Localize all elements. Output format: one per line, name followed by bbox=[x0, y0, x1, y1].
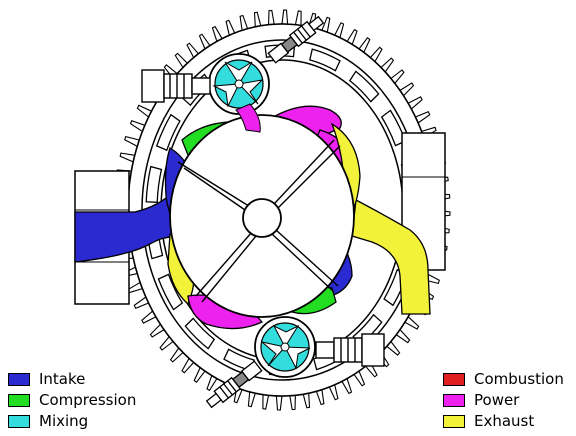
spark-plug-icon bbox=[205, 360, 263, 409]
housing-slot bbox=[157, 273, 184, 311]
housing-slot bbox=[348, 70, 380, 103]
gear-tooth bbox=[294, 10, 302, 27]
gear-tooth bbox=[253, 11, 262, 28]
rotor bbox=[169, 114, 355, 318]
legend-item-intake: Intake bbox=[8, 369, 136, 390]
housing-slot bbox=[145, 165, 163, 203]
top-mixing-chamber bbox=[208, 53, 270, 133]
legend-swatch-intake bbox=[8, 373, 30, 386]
gear-tooth bbox=[239, 14, 249, 32]
housing-slot bbox=[155, 113, 181, 152]
gear-tooth bbox=[268, 9, 275, 26]
legend-swatch-exhaust bbox=[443, 415, 465, 428]
bottom-fuel-injector bbox=[315, 333, 385, 367]
spark-plug-icon bbox=[267, 15, 325, 64]
top-fuel-injector bbox=[141, 69, 211, 103]
gear-tooth bbox=[247, 391, 256, 408]
legend-item-power: Power bbox=[443, 390, 564, 411]
legend-label: Exhaust bbox=[474, 412, 535, 430]
legend-label: Intake bbox=[39, 370, 86, 388]
exhaust-channel bbox=[351, 198, 431, 315]
housing-slot bbox=[309, 48, 341, 72]
housing-slot bbox=[184, 317, 216, 350]
legend-item-combustion: Combustion bbox=[443, 369, 564, 390]
exhaust-port-block bbox=[401, 132, 446, 271]
gear-tooth bbox=[281, 9, 289, 25]
gear-tooth bbox=[275, 395, 283, 411]
gear-tooth bbox=[119, 152, 136, 163]
gear-tooth bbox=[262, 393, 270, 410]
legend-label: Combustion bbox=[474, 370, 564, 388]
legend-swatch-mixing bbox=[8, 415, 30, 428]
legend-item-exhaust: Exhaust bbox=[443, 411, 564, 432]
gear-tooth bbox=[302, 392, 311, 409]
legend-label: Power bbox=[474, 391, 520, 409]
legend-swatch-compression bbox=[8, 394, 30, 407]
gear-tooth bbox=[315, 388, 325, 406]
legend-swatch-power bbox=[443, 394, 465, 407]
legend-swatch-combustion bbox=[443, 373, 465, 386]
bottom-mixing-chamber bbox=[254, 316, 316, 378]
legend-label: Compression bbox=[39, 391, 137, 409]
legend-item-mixing: Mixing bbox=[8, 411, 136, 432]
legend-label: Mixing bbox=[39, 412, 89, 430]
gear-tooth bbox=[289, 394, 296, 411]
legend-item-compression: Compression bbox=[8, 390, 136, 411]
